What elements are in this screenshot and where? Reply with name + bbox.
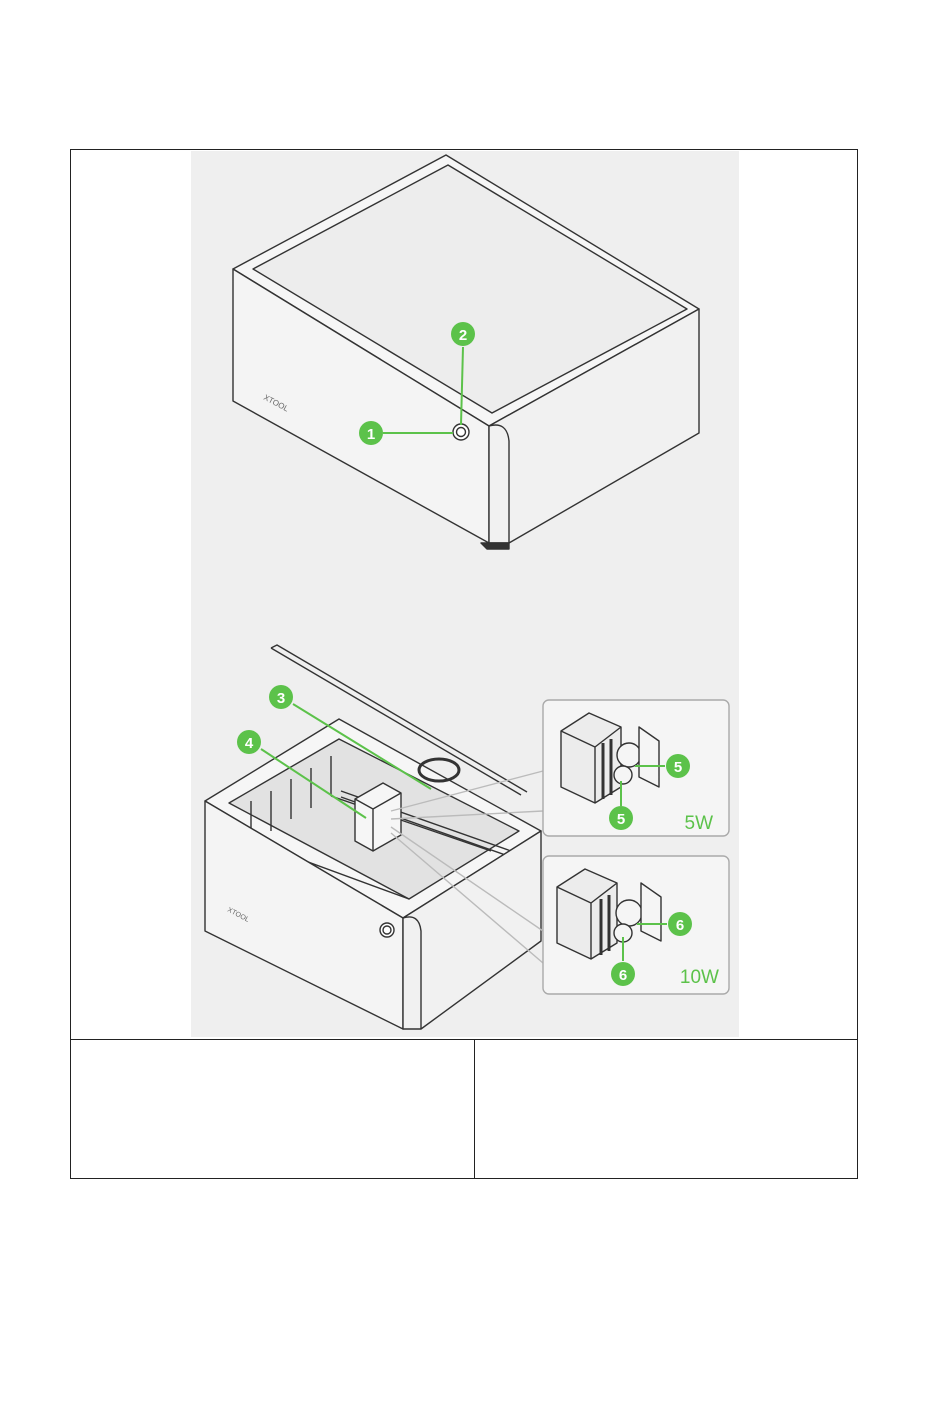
callout-number: 5 — [617, 811, 625, 828]
inset-10w: 6 6 10W — [543, 856, 729, 994]
callout-number: 2 — [459, 327, 467, 344]
table-divider-vertical — [474, 1039, 475, 1179]
illustration-panel: XTOOL 1 2 — [191, 151, 739, 1037]
laser-engraver-open-icon: XTOOL — [205, 645, 543, 1029]
table-cell-right — [476, 1040, 856, 1178]
callout-number: 1 — [367, 426, 375, 443]
callout-number: 4 — [245, 735, 254, 752]
callout-number: 6 — [676, 917, 684, 934]
table-cell-left — [72, 1040, 472, 1178]
callout-number: 5 — [674, 759, 682, 776]
inset-5w: 5 5 5W — [543, 700, 729, 836]
callout-number: 3 — [277, 690, 285, 707]
callout-number: 6 — [619, 967, 627, 984]
inset-5w-label: 5W — [685, 813, 714, 834]
inset-10w-label: 10W — [680, 967, 719, 988]
laser-engraver-closed-icon: XTOOL — [233, 155, 699, 549]
